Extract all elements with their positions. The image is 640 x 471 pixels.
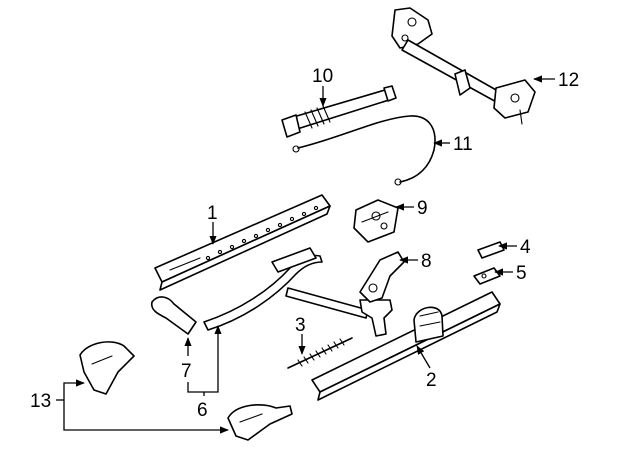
- leader-lines: [56, 75, 555, 434]
- part-2-right-track: [311, 291, 501, 401]
- part-8-release-lever: [359, 251, 405, 303]
- callout-10: 10: [312, 66, 333, 87]
- part-6-adjuster-bar: [203, 247, 393, 337]
- callout-12: 12: [558, 70, 579, 91]
- part-7-handle: [150, 296, 197, 335]
- part-4-clip: [477, 241, 505, 259]
- callout-11: 11: [453, 134, 473, 155]
- callout-13: 13: [30, 391, 51, 412]
- part-13-end-cover-upper: [79, 341, 135, 395]
- part-3-spring: [287, 337, 353, 369]
- callout-labels: 1 2 3 4 5 6 7 8 9 10 11 12 13: [30, 66, 579, 421]
- callout-2: 2: [426, 370, 437, 391]
- callout-9: 9: [417, 198, 428, 219]
- callout-6: 6: [197, 400, 208, 421]
- callout-7: 7: [181, 361, 192, 382]
- callout-8: 8: [421, 251, 432, 272]
- callout-5: 5: [516, 263, 527, 284]
- callout-3: 3: [295, 315, 306, 336]
- part-13-end-cover-lower: [227, 404, 293, 441]
- callout-1: 1: [207, 203, 218, 224]
- callout-4: 4: [520, 237, 531, 258]
- part-12-rear-bracket: [391, 7, 536, 125]
- part-9-latch-bracket: [353, 199, 399, 243]
- part-5-clip: [473, 267, 501, 285]
- part-1-left-track: [154, 194, 331, 291]
- part-11-cable: [292, 115, 436, 186]
- part-10-actuator: [281, 85, 397, 138]
